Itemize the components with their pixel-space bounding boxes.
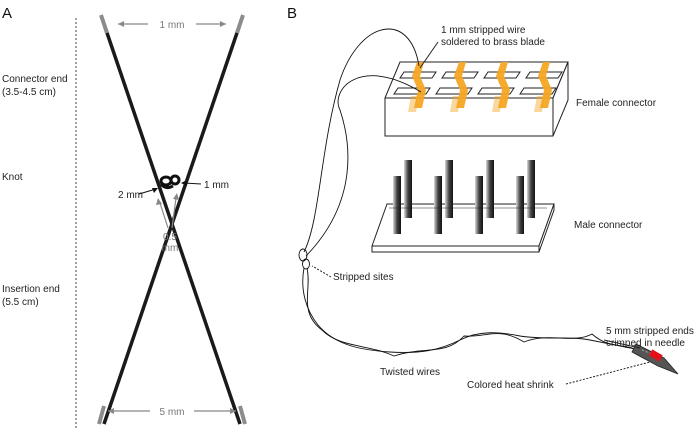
tip-top-left: [99, 14, 109, 34]
needle: [631, 343, 679, 375]
twisted-wires: [302, 267, 643, 357]
stripped-sites: [298, 248, 310, 270]
tip-bottom-right: [238, 405, 247, 425]
dim-bottom-label: 5 mm: [160, 407, 185, 418]
brass-blades: [408, 62, 552, 112]
label-stripped-wire-1: 1 mm stripped wire: [441, 25, 526, 36]
connector-wires: [303, 28, 422, 257]
label-twisted-wires: Twisted wires: [380, 367, 440, 378]
tip-top-right: [235, 14, 245, 34]
heat-shrink-pointer: [565, 361, 651, 385]
stripped-sites-pointer: [311, 265, 332, 278]
label-stripped-ends-1: 5 mm stripped ends: [606, 326, 694, 337]
knot: [159, 174, 181, 190]
dim-half-label-a: 0.5: [163, 232, 177, 243]
stripped-wire-pointer: [419, 41, 439, 69]
label-knot: Knot: [2, 172, 23, 183]
male-pins: [393, 160, 535, 234]
label-connector-length: (3.5-4.5 cm): [2, 87, 56, 98]
female-connector: [384, 61, 569, 137]
label-insertion-end: Insertion end: [2, 284, 60, 295]
dimension-top: 1 mm: [118, 20, 226, 31]
dim-top-label: 1 mm: [160, 20, 185, 31]
label-connector-end: Connector end: [2, 74, 68, 85]
label-female-connector: Female connector: [576, 98, 657, 109]
label-stripped-wire-2: soldered to brass blade: [441, 37, 545, 48]
label-stripped-sites: Stripped sites: [333, 272, 394, 283]
label-heat-shrink: Colored heat shrink: [467, 380, 555, 391]
tip-bottom-left: [97, 405, 106, 425]
dim-knot-right-label: 1 mm: [204, 180, 229, 191]
dim-knot-left-label: 2 mm: [118, 190, 143, 201]
label-male-connector: Male connector: [574, 220, 643, 231]
dim-half-label-b: mm: [162, 243, 179, 254]
panel-a-letter: A: [2, 5, 12, 22]
knot-dimensions: 2 mm 1 mm 0.5 mm: [118, 180, 229, 254]
heat-shrink: [648, 349, 663, 362]
panel-b-letter: B: [287, 5, 297, 22]
electrode-wires: [97, 14, 247, 425]
dimension-bottom: 5 mm: [108, 407, 236, 418]
stripped-ends-pointer: [603, 339, 641, 349]
label-stripped-ends-2: crimped in needle: [606, 338, 685, 349]
male-connector: [371, 160, 555, 253]
label-insertion-length: (5.5 cm): [2, 297, 39, 308]
